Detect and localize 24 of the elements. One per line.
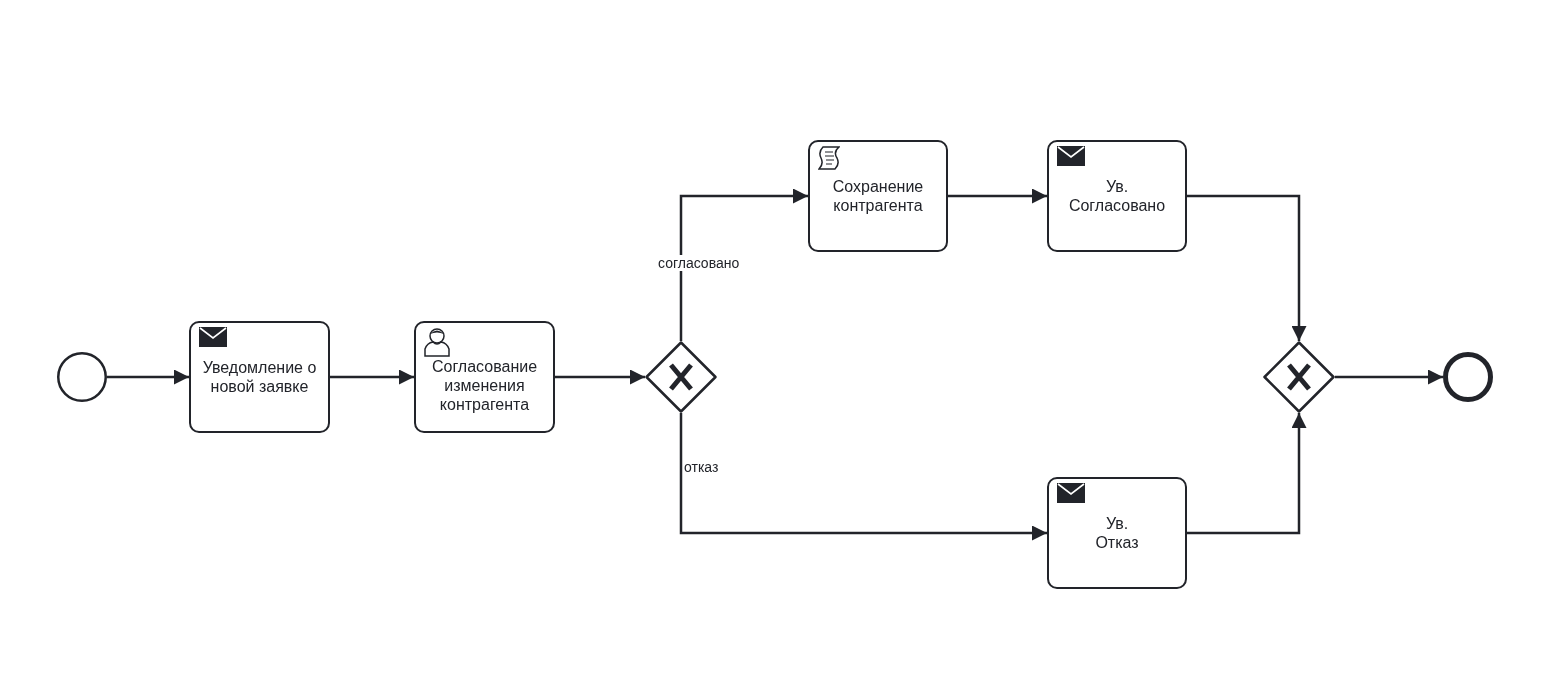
task-label: Уведомление о новой заявке — [201, 358, 318, 396]
task-label: Ув. Согласовано — [1067, 177, 1167, 215]
task-label: Ув. Отказ — [1094, 514, 1140, 552]
task-box — [1047, 140, 1187, 252]
task-label: Сохранение контрагента — [831, 177, 925, 215]
exclusive-gateway-diamond — [645, 341, 717, 413]
sequence-flow-arrow — [948, 188, 1047, 204]
sequence-flow-arrow — [555, 369, 645, 385]
sequence-flow-arrow — [1187, 194, 1307, 341]
edge-label: согласовано — [657, 255, 741, 271]
sequence-flow-arrow — [679, 413, 1047, 541]
exclusive-gateway-diamond — [1263, 341, 1335, 413]
sequence-flow-arrow — [107, 369, 189, 385]
sequence-flow-arrow — [679, 188, 808, 341]
task-box — [808, 140, 948, 252]
task-label: Согласование изменения контрагента — [430, 356, 539, 414]
sequence-flow-arrow — [330, 369, 414, 385]
task-box — [189, 321, 330, 433]
task-box — [414, 321, 555, 433]
task-box — [1047, 477, 1187, 589]
start-event-circle — [57, 352, 107, 402]
sequence-flow-arrow — [1335, 369, 1443, 385]
end-event-circle — [1443, 352, 1493, 402]
sequence-flow-arrow — [1187, 413, 1307, 535]
